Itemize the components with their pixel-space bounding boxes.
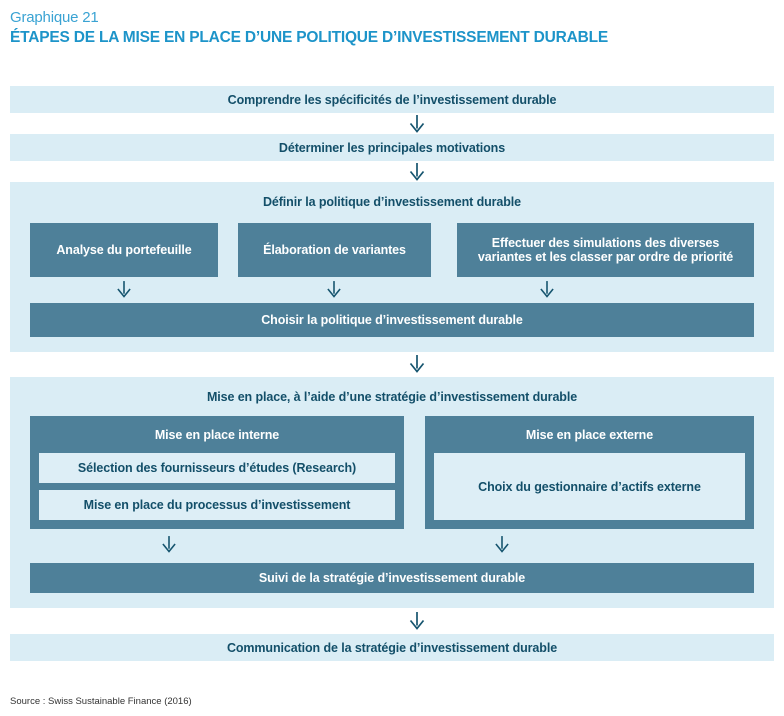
- down-arrow-icon: [409, 163, 425, 181]
- box-external-manager: Choix du gestionnaire d’actifs externe: [434, 453, 745, 520]
- group-external-title: Mise en place externe: [525, 427, 654, 442]
- arrow-gap: [10, 161, 774, 182]
- down-arrow-icon: [409, 115, 425, 133]
- implementation-groups-row: Mise en place interne Sélection des four…: [30, 416, 754, 529]
- arrow-row: [30, 277, 754, 303]
- group-internal: Mise en place interne Sélection des four…: [30, 416, 404, 529]
- down-arrow-icon: [409, 612, 425, 630]
- header: Graphique 21 ÉTAPES DE LA MISE EN PLACE …: [10, 8, 608, 48]
- down-arrow-icon: [162, 536, 177, 553]
- box-choose-policy: Choisir la politique d’investissement du…: [30, 303, 754, 337]
- flowchart: Comprendre les spécificités de l’investi…: [10, 86, 774, 661]
- section-implementation-title: Mise en place, à l’aide d’une stratégie …: [206, 390, 578, 404]
- arrow-gap: [10, 608, 774, 634]
- group-internal-title: Mise en place interne: [154, 427, 280, 442]
- down-arrow-icon: [117, 281, 132, 298]
- box-simulations: Effectuer des simulations des diverses v…: [457, 223, 754, 277]
- section-define-policy: Définir la politique d’investissement du…: [10, 182, 774, 352]
- page-title: ÉTAPES DE LA MISE EN PLACE D’UNE POLITIQ…: [10, 29, 609, 46]
- group-external: Mise en place externe Choix du gestionna…: [425, 416, 754, 529]
- down-arrow-icon: [409, 355, 425, 373]
- figure-label: Graphique 21: [10, 9, 99, 26]
- arrow-row: [30, 529, 754, 561]
- box-research-providers: Sélection des fournisseurs d’études (Res…: [39, 453, 395, 483]
- down-arrow-icon: [495, 536, 510, 553]
- box-variants-elaboration: Élaboration de variantes: [238, 223, 431, 277]
- arrow-gap: [10, 352, 774, 377]
- section-define-title: Définir la politique d’investissement du…: [262, 195, 522, 209]
- define-boxes-row: Analyse du portefeuille Élaboration de v…: [30, 223, 754, 277]
- box-strategy-monitoring: Suivi de la stratégie d’investissement d…: [30, 563, 754, 593]
- box-portfolio-analysis: Analyse du portefeuille: [30, 223, 218, 277]
- arrow-gap: [10, 113, 774, 134]
- down-arrow-icon: [327, 281, 342, 298]
- down-arrow-icon: [539, 281, 554, 298]
- step-box-communication: Communication de la stratégie d’investis…: [10, 634, 774, 661]
- step-box-understand: Comprendre les spécificités de l’investi…: [10, 86, 774, 113]
- source-note: Source : Swiss Sustainable Finance (2016…: [10, 696, 192, 707]
- section-implementation: Mise en place, à l’aide d’une stratégie …: [10, 377, 774, 608]
- step-box-motivations: Déterminer les principales motivations: [10, 134, 774, 161]
- box-investment-process: Mise en place du processus d’investissem…: [39, 490, 395, 520]
